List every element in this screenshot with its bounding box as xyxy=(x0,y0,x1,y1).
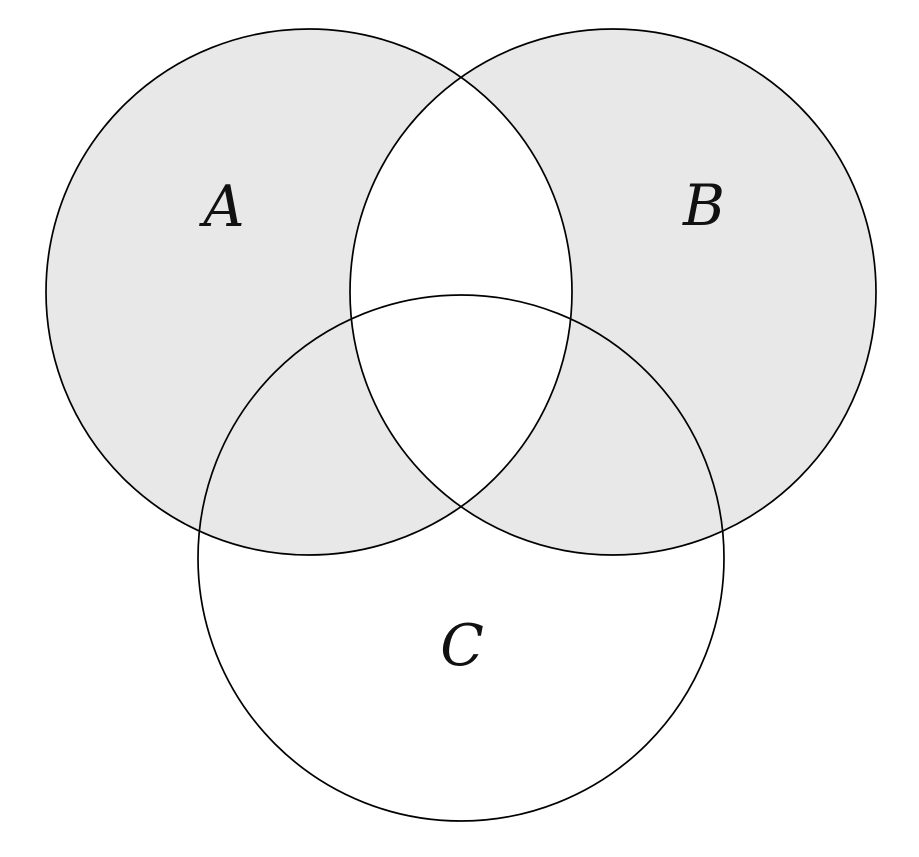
circle-c-outline xyxy=(197,294,725,822)
label-set-b: B xyxy=(682,173,725,239)
shaded-region-a-xor-b xyxy=(45,28,876,556)
circle-b-outline xyxy=(349,28,877,556)
circle-a-outline xyxy=(45,28,573,556)
label-set-c: C xyxy=(440,613,484,679)
label-set-a: A xyxy=(198,174,244,240)
